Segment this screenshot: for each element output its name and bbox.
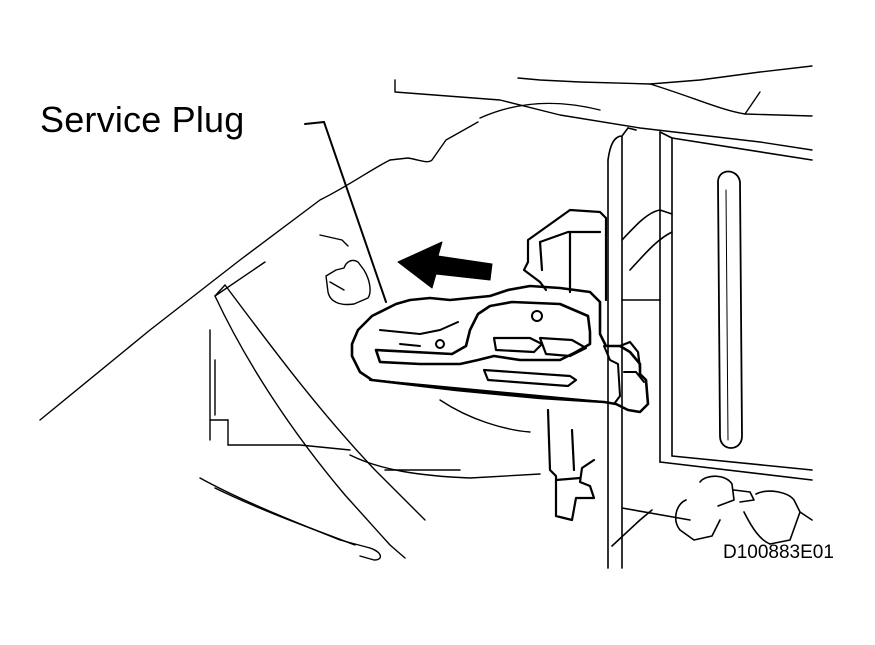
service-plug-part: [350, 284, 650, 414]
leader-line-diagonal: [323, 121, 387, 303]
wire-harness: [621, 209, 673, 301]
service-plug-label: Service Plug: [40, 99, 245, 140]
bracket-frame: [607, 127, 813, 569]
figure-code: D100883E01: [723, 542, 834, 563]
leader-line: [304, 121, 325, 125]
panel-clip: [325, 259, 371, 306]
left-arrow-icon: [397, 241, 493, 289]
body-panel-lines: [39, 65, 813, 561]
lower-bolts: [611, 475, 813, 547]
plug-receptacle: [522, 208, 608, 522]
